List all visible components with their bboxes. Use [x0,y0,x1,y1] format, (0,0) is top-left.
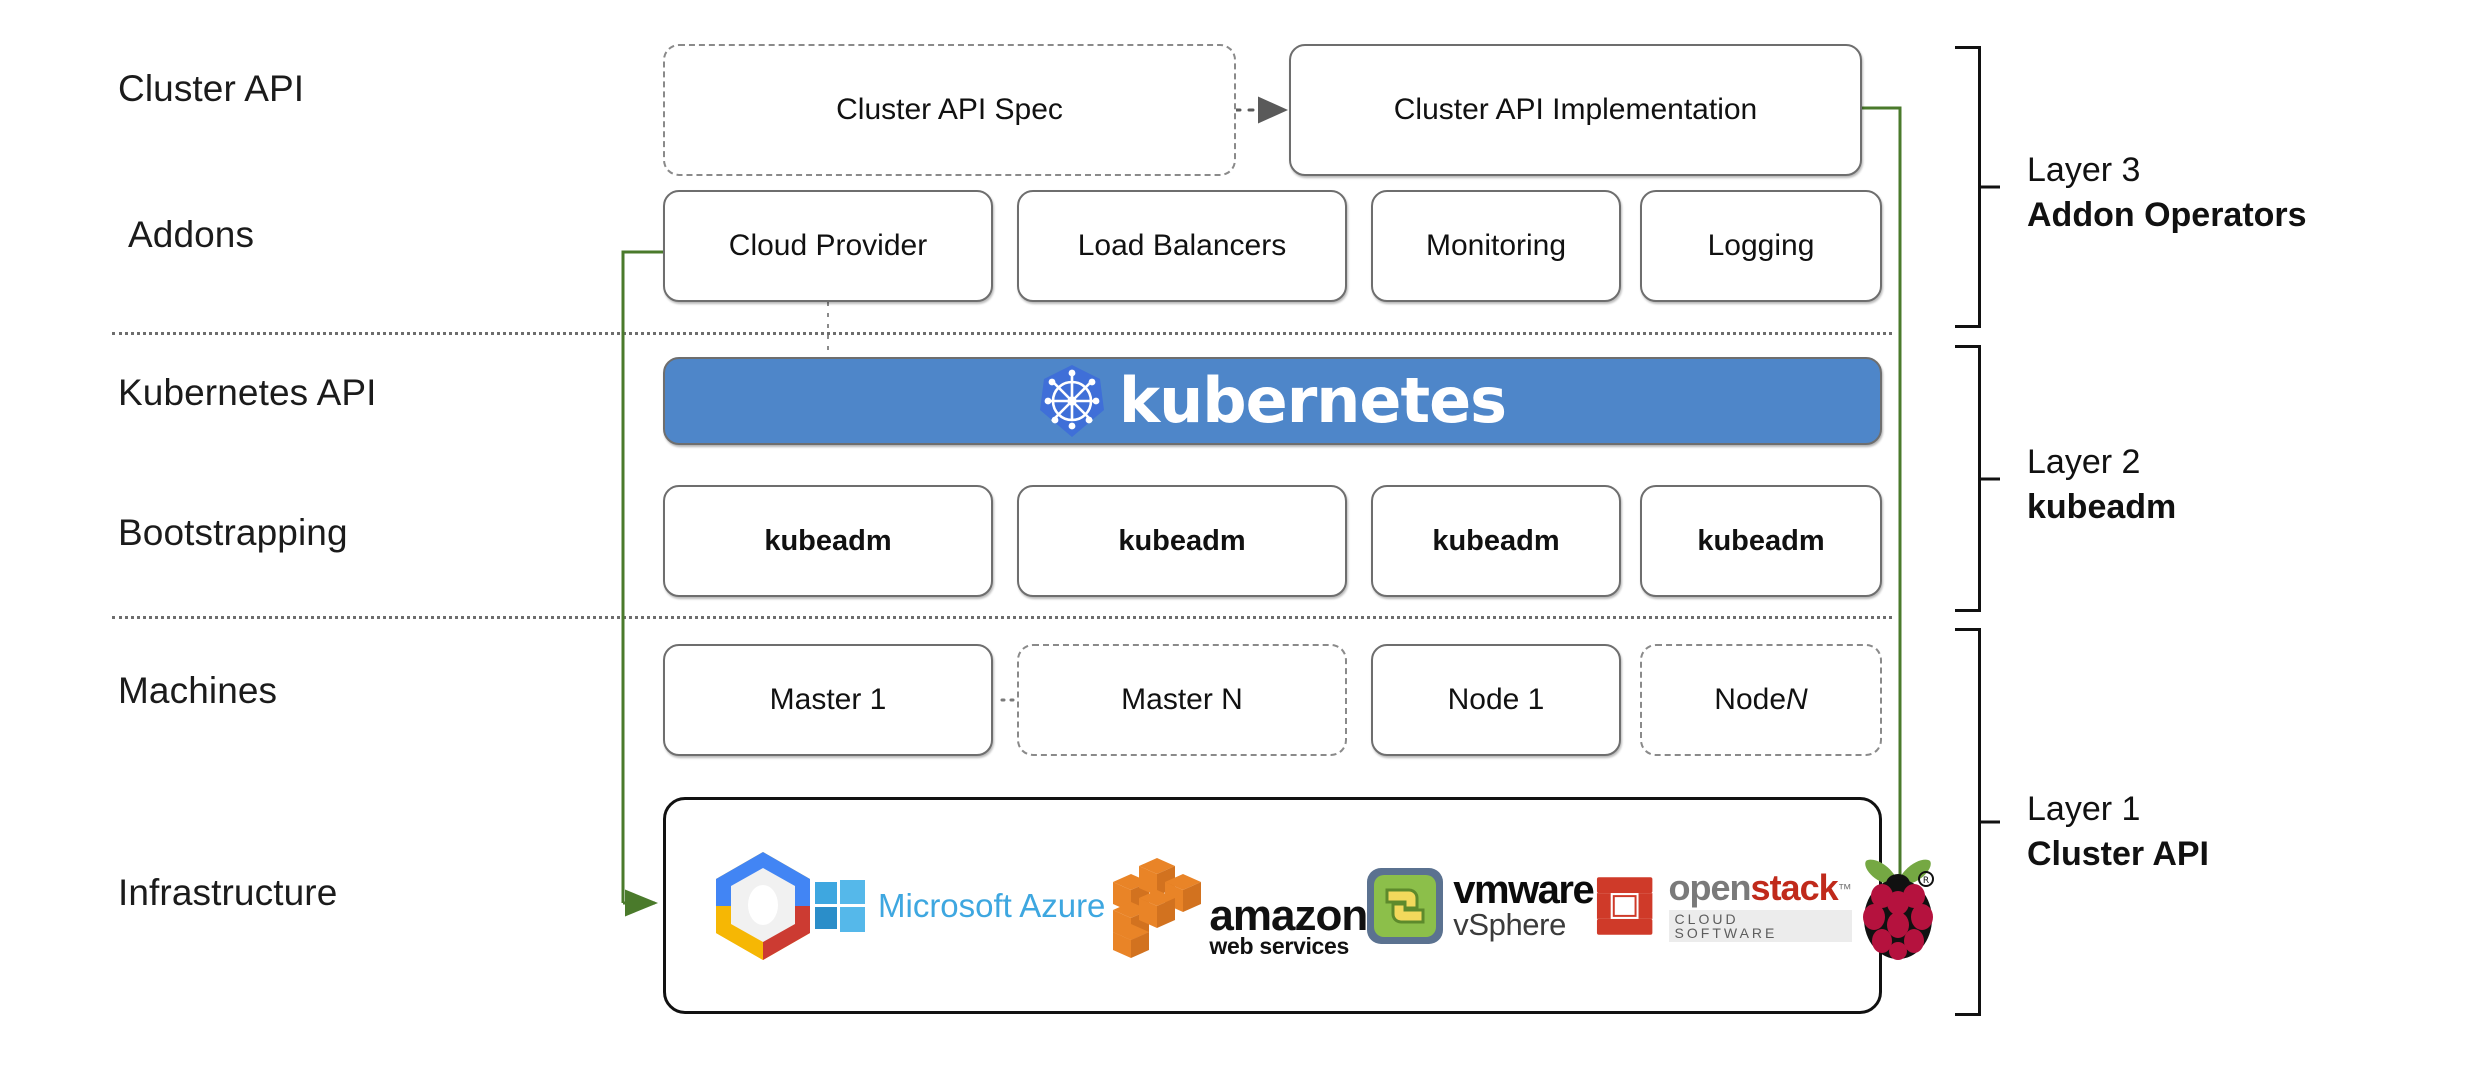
bracket-layer-3 [1955,46,1981,328]
svg-text:R: R [1923,876,1929,886]
node-kubeadm-3[interactable]: kubeadm [1371,485,1621,597]
bracket-layer-1 [1955,628,1981,1016]
row-label-cluster-api: Cluster API [118,68,305,109]
node-cloud-provider[interactable]: Cloud Provider [663,190,993,302]
node-label: Node [1714,683,1787,716]
node-master-1[interactable]: Master 1 [663,644,993,756]
trademark-mark: ™ [1837,880,1852,897]
node-cluster-api-implementation[interactable]: Cluster API Implementation [1289,44,1862,176]
node-label: kubeadm [1432,524,1560,557]
bracket-layer-2 [1955,345,1981,612]
node-label: kubeadm [1697,524,1825,557]
node-monitoring[interactable]: Monitoring [1371,190,1621,302]
layer-label-3: Layer 3 Addon Operators [2027,148,2307,238]
row-label-infrastructure: Infrastructure [118,872,338,913]
raspberry-pi-icon: R [1863,859,1935,960]
node-label: Load Balancers [1077,229,1287,262]
openstack-wordmark-stack: stack [1750,866,1839,908]
kubernetes-banner[interactable]: kubernetes [663,357,1882,445]
azure-wordmark: Microsoft Azure [878,886,1106,924]
openstack-subtext: CLOUD SOFTWARE [1668,909,1853,942]
row-label-bootstrapping: Bootstrapping [118,512,348,553]
row-label-kubernetes-api: Kubernetes API [118,372,377,413]
node-label-italic: N [1786,683,1808,716]
node-label: Cluster API Spec [836,93,1063,126]
aws-cubes-icon [1113,857,1202,958]
node-logging[interactable]: Logging [1640,190,1882,302]
node-label: Monitoring [1425,229,1567,262]
node-load-balancers[interactable]: Load Balancers [1017,190,1347,302]
kubernetes-helm-icon [1039,365,1104,437]
raspberry-pi-logo[interactable]: R [1852,851,1944,961]
layer-number: Layer 1 [2027,790,2141,828]
openstack-logo[interactable]: openstack™ CLOUD SOFTWARE [1593,866,1853,943]
layer-label-2: Layer 2 kubeadm [2027,440,2176,530]
node-node-n[interactable]: Node N [1640,644,1882,756]
amazon-web-services-logo[interactable]: amazon web services [1105,854,1368,960]
node-master-n[interactable]: Master N [1017,644,1347,756]
vmware-vsphere-logo[interactable]: vmware vSphere [1367,867,1595,944]
node-label: Cloud Provider [728,229,928,262]
node-node-1[interactable]: Node 1 [1371,644,1621,756]
vsphere-icon [1367,867,1444,944]
layer-number: Layer 2 [2027,443,2141,481]
vmware-wordmark: vmware [1453,868,1594,913]
layer-name: Cluster API [2027,834,2210,873]
node-label: kubeadm [764,524,892,557]
node-label: Node 1 [1447,683,1545,716]
row-label-machines: Machines [118,670,278,711]
microsoft-window-icon [815,879,865,932]
node-label: Master N [1121,683,1243,716]
infrastructure-container[interactable]: Microsoft Azure amazon web services [663,797,1935,1014]
node-label: Logging [1707,229,1815,262]
node-label: kubeadm [1118,524,1246,557]
openstack-wordmark-open: open [1668,866,1752,908]
node-label: Master 1 [769,683,887,716]
node-kubeadm-1[interactable]: kubeadm [663,485,993,597]
kubernetes-wordmark: kubernetes [1118,364,1507,437]
node-label: Cluster API Implementation [1393,93,1758,126]
row-label-addons: Addons [128,214,255,255]
openstack-icon [1597,876,1653,935]
node-cluster-api-spec[interactable]: Cluster API Spec [663,44,1236,176]
microsoft-azure-logo[interactable]: Microsoft Azure [814,879,1106,932]
layer-label-1: Layer 1 Cluster API [2027,787,2209,877]
layer-name: kubeadm [2027,487,2177,526]
google-cloud-icon[interactable] [712,850,814,962]
node-kubeadm-4[interactable]: kubeadm [1640,485,1882,597]
layer-number: Layer 3 [2027,151,2141,189]
layer-name: Addon Operators [2027,195,2307,234]
amazon-web-services-subtext: web services [1209,933,1350,960]
layer-separator-upper [112,332,1892,335]
vsphere-subtext: vSphere [1453,906,1566,942]
amazon-wordmark: amazon [1209,890,1368,940]
layer-separator-lower [112,616,1892,619]
node-kubeadm-2[interactable]: kubeadm [1017,485,1347,597]
